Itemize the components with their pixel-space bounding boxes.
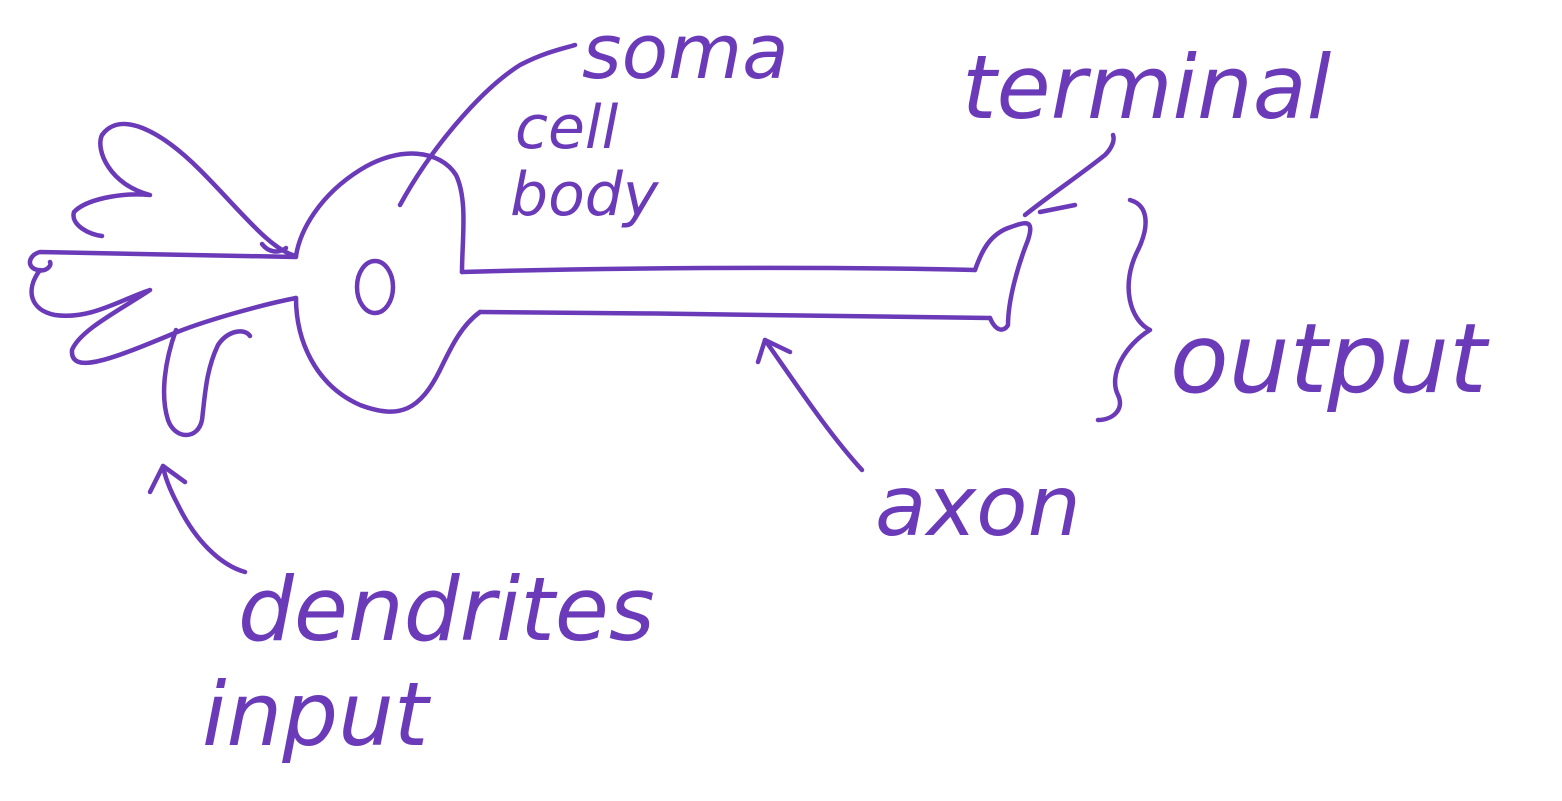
labels: soma cell body terminal output axon dend… (202, 7, 1490, 766)
axon-arrow-head (755, 337, 793, 365)
dendrite-upper-curl (259, 241, 289, 254)
dendrite-lower-lobe (161, 327, 253, 438)
dendrite-upper-fan (71, 121, 299, 259)
nucleus (354, 258, 396, 316)
dendrite-lower-fan (29, 267, 299, 366)
axon-arrow-shaft (762, 337, 865, 473)
label-cell: cell (515, 93, 619, 163)
axon-terminal (972, 221, 1033, 332)
dendrites-arrow-head (147, 463, 188, 495)
label-soma: soma (582, 7, 789, 96)
axon-top-edge (459, 265, 978, 275)
label-output: output (1170, 303, 1490, 415)
terminal-pointer-tick (1037, 202, 1078, 215)
soma-outline (293, 151, 466, 275)
axon-bottom-edge (477, 309, 993, 321)
terminal-pointer-line (1022, 132, 1116, 218)
label-input: input (202, 663, 432, 766)
dendrites-arrow-shaft (160, 463, 248, 575)
neuron-drawing (27, 121, 1033, 438)
label-terminal: terminal (962, 36, 1332, 139)
output-brace (1095, 197, 1153, 423)
soma-pointer-line (397, 42, 578, 208)
label-body: body (510, 160, 660, 230)
label-axon: axon (875, 457, 1081, 555)
soma-outline-lower (293, 295, 483, 414)
dendrite-long-top (27, 249, 299, 273)
annotation-lines (147, 42, 1153, 575)
label-dendrites: dendrites (238, 558, 655, 661)
